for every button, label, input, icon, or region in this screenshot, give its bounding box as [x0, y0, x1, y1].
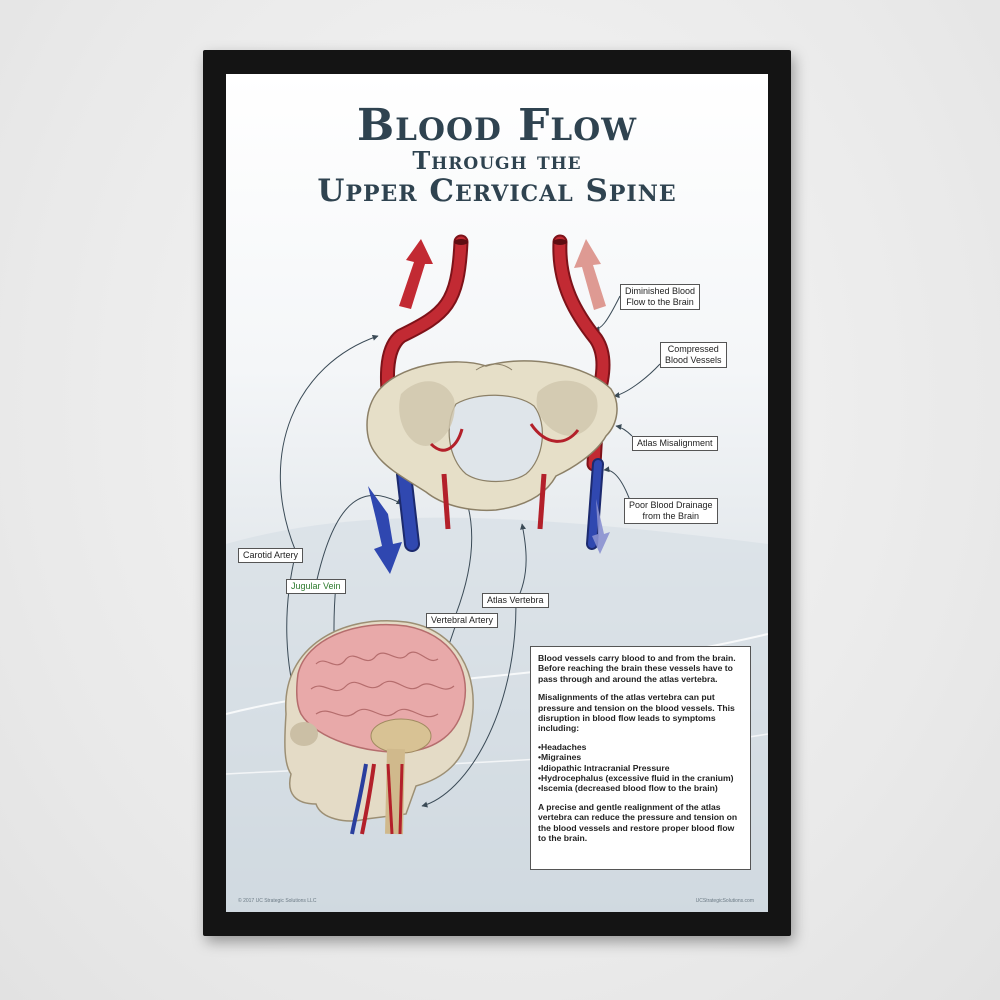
right-jugular-vein [586, 458, 604, 550]
downward-vein-arrow-left [368, 486, 402, 574]
label-compressed-line1: Compressed [667, 344, 719, 354]
compressed-leader [613, 363, 661, 399]
right-vertebral-artery [537, 473, 547, 530]
label-drainage-line2: from the Brain [642, 511, 700, 521]
label-diminished-blood-flow: Diminished Blood Flow to the Brain [620, 284, 701, 310]
cervical-spine [385, 748, 405, 835]
info-box: Blood vessels carry blood to and from th… [530, 646, 751, 870]
symptom-item: Iscemia (decreased blood flow to the bra… [538, 783, 743, 793]
poster-subtitle-line1: Through the [412, 146, 582, 175]
info-paragraph-2: Misalignments of the atlas vertebra can … [538, 692, 735, 734]
label-atlas-misalignment: Atlas Misalignment [632, 436, 718, 451]
left-vertebral-artery [441, 473, 451, 530]
poster: Blood Flow Through the Upper Cervical Sp… [226, 74, 768, 912]
footer-website: UCStrategicSolutions.com [695, 898, 754, 904]
upward-artery-arrow-left [399, 239, 433, 309]
poster-subtitle-line2: Upper Cervical Spine [317, 173, 677, 209]
label-vertebral-artery: Vertebral Artery [426, 613, 499, 628]
symptom-item: Idiopathic Intracranial Pressure [538, 763, 743, 773]
eye-socket [290, 722, 318, 746]
right-carotid-artery [552, 234, 611, 472]
diminished-drainage-arrow-right [592, 499, 610, 554]
diminished-arrow-right [574, 239, 606, 310]
atlas-vertebra-bone [366, 360, 618, 512]
label-diminished-line1: Diminished Blood [625, 286, 696, 296]
label-poor-blood-drainage: Poor Blood Drainage from the Brain [624, 498, 718, 524]
info-paragraph-3: A precise and gentle realignment of the … [538, 801, 738, 844]
symptom-item: Headaches [538, 742, 743, 752]
misalignment-leader [615, 424, 633, 437]
label-atlas-vertebra: Atlas Vertebra [482, 593, 549, 608]
info-paragraph-1: Blood vessels carry blood to and from th… [538, 653, 736, 684]
symptom-list: Headaches Migraines Idiopathic Intracran… [538, 742, 743, 794]
anatomy-illustration [279, 234, 661, 835]
label-carotid-artery: Carotid Artery [238, 548, 304, 563]
head-illustration [284, 620, 474, 835]
symptom-item: Migraines [538, 752, 743, 762]
flow-arrows [368, 239, 610, 574]
left-jugular-vein [396, 466, 420, 552]
footer-copyright: © 2017 UC Strategic Solutions LLC [238, 898, 317, 904]
carotid-leader [279, 334, 379, 553]
label-compressed-blood-vessels: Compressed Blood Vessels [660, 342, 727, 368]
label-drainage-line1: Poor Blood Drainage [629, 500, 713, 510]
label-diminished-line2: Flow to the Brain [626, 297, 694, 307]
label-compressed-line2: Blood Vessels [665, 355, 722, 365]
symptom-item: Hydrocephalus (excessive fluid in the cr… [538, 773, 743, 783]
label-jugular-vein: Jugular Vein [286, 579, 346, 594]
atlas-vertebra-leader [515, 523, 527, 603]
cerebellum [370, 718, 432, 754]
poster-title: Blood Flow [356, 100, 638, 151]
jugular-leader [315, 495, 403, 585]
